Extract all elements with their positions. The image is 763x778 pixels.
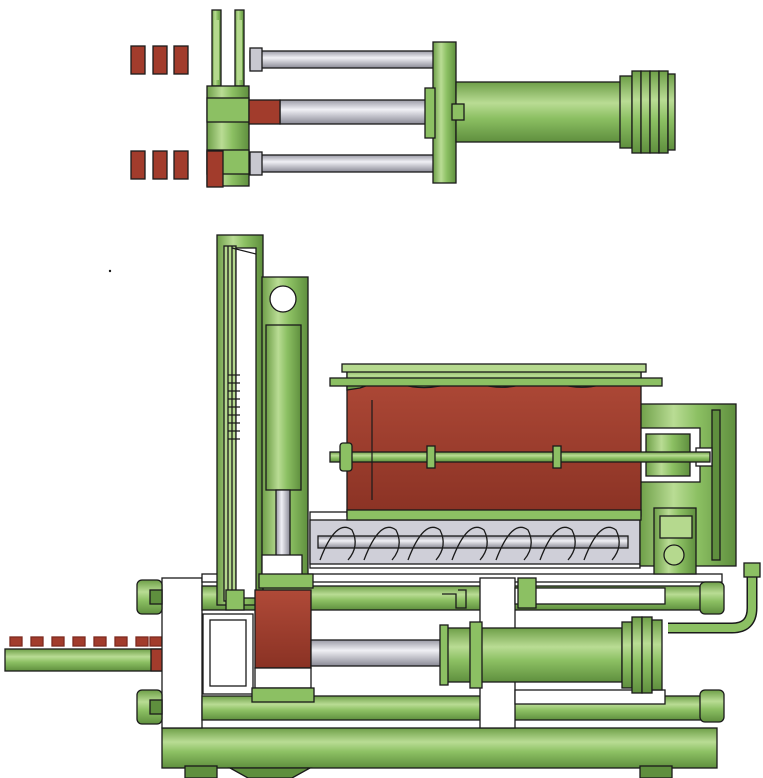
horizontal-cylinder [445,616,663,694]
hopper [329,363,663,521]
product-pieces [9,636,163,647]
ram-rod [310,639,447,667]
ram-rod-top [279,99,431,125]
product-pieces-bottom [130,150,189,180]
output-conveyor [4,636,166,672]
ram-cylinder [258,276,314,589]
stray-dot [108,269,112,273]
side-view-press [4,234,761,778]
tie-rod-bottom [249,154,436,173]
tie-rod-top [249,50,436,69]
drive-gearbox [639,403,737,575]
tie-rod-nuts-right [699,581,725,723]
ram-cylinder-top [455,81,623,143]
agitator-shaft [329,400,711,500]
vertical-cutter [216,234,264,611]
base-frame [161,727,718,778]
front-platen [161,577,203,729]
material-charge-top [248,99,281,125]
material-charge [254,589,312,669]
top-view-press [130,9,676,188]
product-pieces-top [130,45,189,75]
tie-rod-nuts-left [136,579,163,725]
feed-screw [309,511,641,569]
